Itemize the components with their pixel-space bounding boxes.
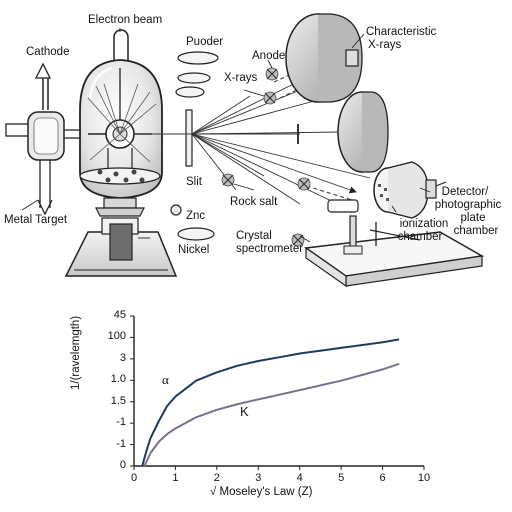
x-tick-label: 6 xyxy=(379,472,386,484)
cathode-assembly xyxy=(5,111,88,216)
scatter-marker-xrays xyxy=(263,91,277,105)
sample-nickel xyxy=(177,227,215,241)
label-znc: Znc xyxy=(186,210,206,222)
scatter-marker-rock-salt xyxy=(221,173,235,187)
cathode-arrow-up xyxy=(34,62,52,110)
label-nickel: Nickel xyxy=(178,244,210,256)
label-rock-salt: Rock salt xyxy=(230,196,278,208)
label-ionization-line1: ionization xyxy=(399,218,449,230)
label-cathode: Cathode xyxy=(26,46,70,58)
leader-lines xyxy=(21,28,431,243)
label-slit: Slit xyxy=(186,176,202,188)
ionization-chamber xyxy=(373,161,447,219)
series-label-alpha: α xyxy=(162,372,169,387)
label-anode: Anode xyxy=(252,50,286,62)
series-line-k xyxy=(143,362,400,467)
label-characteristic-line2: X-rays xyxy=(368,39,402,51)
series-line-alpha xyxy=(141,338,400,467)
label-detector-line1: Detector/ xyxy=(441,186,489,198)
y-axis-label: 1/(ravelemgth) xyxy=(70,315,82,390)
x-tick-label: 10 xyxy=(417,472,431,484)
label-puoder: Puoder xyxy=(186,36,224,48)
sample-xray-2 xyxy=(175,86,205,98)
label-crystal-line1: Crystal xyxy=(236,230,272,242)
vacuum-tube xyxy=(79,29,163,217)
label-characteristic-line1: Characteristic xyxy=(366,26,437,38)
xray-beams xyxy=(134,65,371,209)
label-detector-line4: chamber xyxy=(453,225,499,237)
x-tick-label: 3 xyxy=(255,472,262,484)
y-tick-label: 100 xyxy=(107,330,126,343)
x-tick-label: 5 xyxy=(338,472,345,484)
scatter-marker-anode xyxy=(265,67,279,81)
y-tick-label: 1.0 xyxy=(110,373,126,386)
label-detector-line2: photographic xyxy=(434,199,502,211)
slit xyxy=(185,109,193,167)
scatter-marker-crystal xyxy=(297,177,311,191)
moseley-chart xyxy=(130,315,425,470)
sample-xray-1 xyxy=(177,72,211,84)
x-tick-label: 2 xyxy=(213,472,220,484)
x-tick-label: 1 xyxy=(172,472,179,484)
tube-stand xyxy=(64,217,178,277)
x-tick-label: 0 xyxy=(130,472,138,484)
label-crystal-line2: spectrometer xyxy=(236,243,304,255)
y-tick-label: 0 xyxy=(119,459,126,471)
crystal-spectrometer xyxy=(303,199,485,288)
label-xrays: X-rays xyxy=(224,72,258,84)
y-tick-label: 1.5 xyxy=(110,394,126,407)
series-label-k: K xyxy=(240,404,249,419)
second-disc xyxy=(297,91,389,173)
sample-puoder xyxy=(177,51,219,65)
characteristic-xray-disc xyxy=(285,13,363,103)
label-electron-beam: Electron beam xyxy=(88,14,163,26)
x-tick-label: 4 xyxy=(296,472,303,484)
x-axis-label: √ Moseley's Law (Z) xyxy=(210,486,313,498)
label-detector-line3: plate xyxy=(460,212,486,224)
label-metal-target: Metal Target xyxy=(4,214,68,226)
xray-apparatus-illustration xyxy=(5,13,485,288)
y-tick-label: -1 xyxy=(116,416,126,429)
y-tick-label: 3 xyxy=(119,351,126,364)
label-ionization-line2: chamber xyxy=(397,231,443,243)
sample-znc xyxy=(170,204,182,216)
y-tick-label: -1 xyxy=(116,437,126,450)
y-tick-label: 45 xyxy=(113,309,126,321)
